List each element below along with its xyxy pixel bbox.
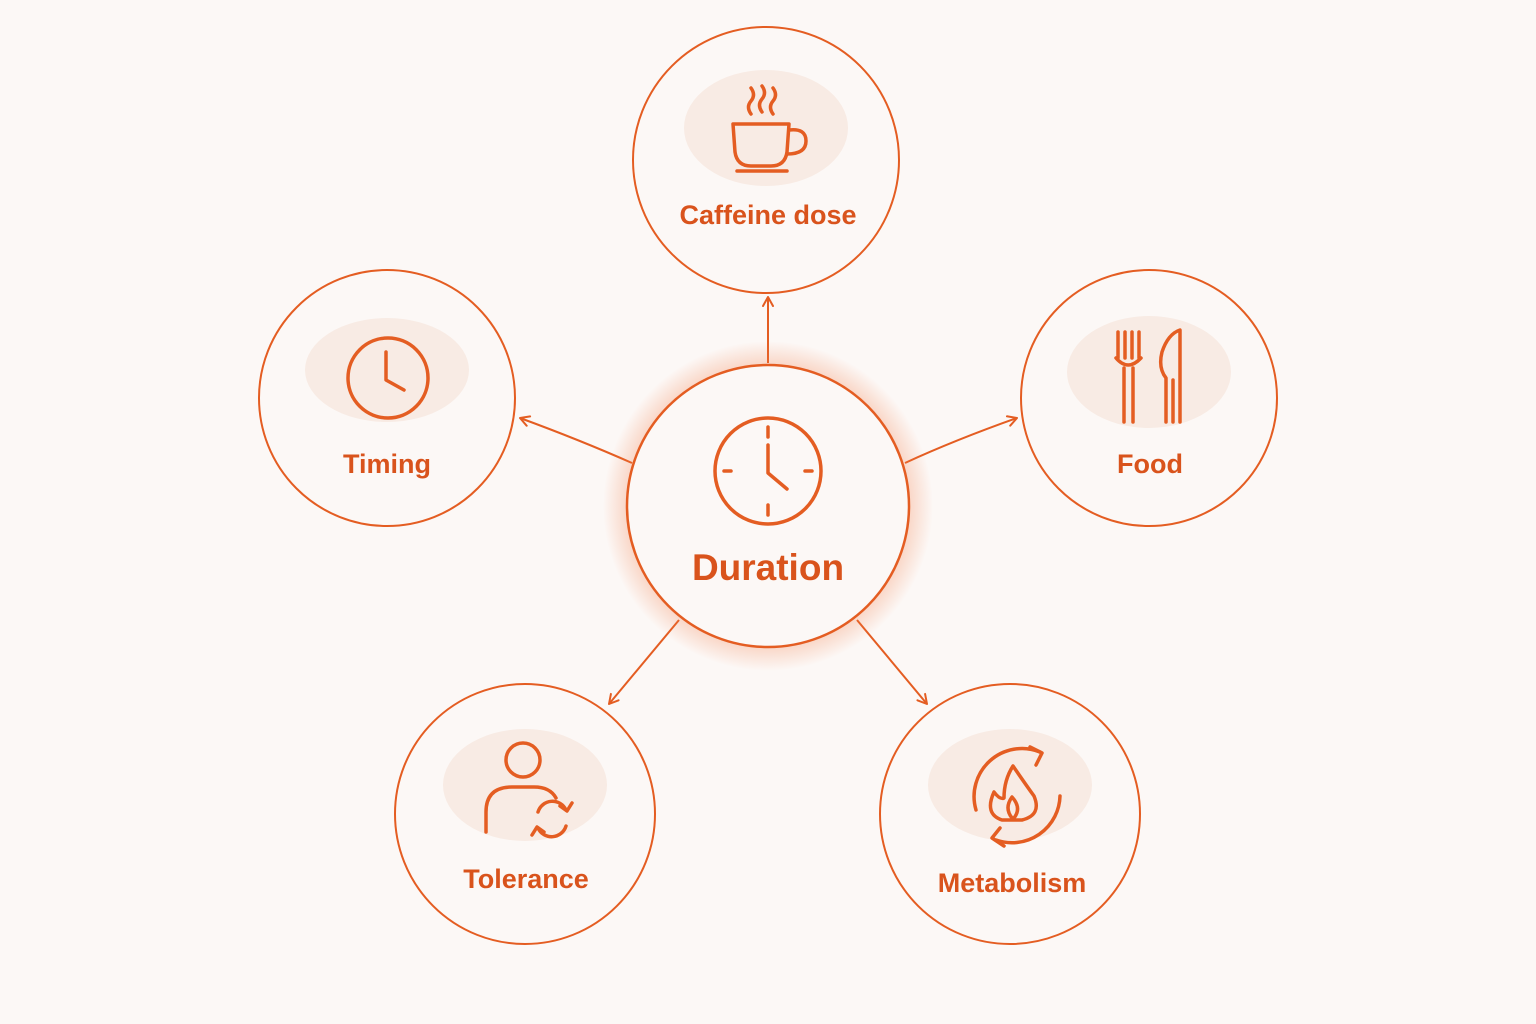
- person-cycle-icon: [484, 741, 574, 839]
- node-label: Timing: [343, 449, 431, 479]
- clock-icon: [713, 416, 823, 526]
- node-food: Food: [1020, 269, 1278, 527]
- node-label: Tolerance: [463, 864, 589, 894]
- node-caffeine-dose: Caffeine dose: [632, 26, 900, 294]
- icon-backdrop: [443, 729, 607, 841]
- node-label: Caffeine dose: [679, 200, 856, 230]
- node-tolerance: Tolerance: [394, 683, 656, 945]
- icon-backdrop: [1067, 316, 1231, 428]
- node-timing: Timing: [258, 269, 516, 527]
- node-label: Food: [1117, 449, 1183, 479]
- clock-icon: [346, 336, 430, 420]
- node-metabolism: Metabolism: [879, 683, 1141, 945]
- center-label: Duration: [692, 547, 844, 588]
- coffee-cup-icon: [731, 84, 808, 173]
- center-node: Duration: [603, 341, 933, 671]
- icon-backdrop: [684, 70, 848, 186]
- flame-cycle-icon: [972, 745, 1062, 848]
- node-label: Metabolism: [938, 868, 1087, 898]
- fork-knife-icon: [1114, 328, 1182, 424]
- icon-backdrop: [928, 729, 1092, 841]
